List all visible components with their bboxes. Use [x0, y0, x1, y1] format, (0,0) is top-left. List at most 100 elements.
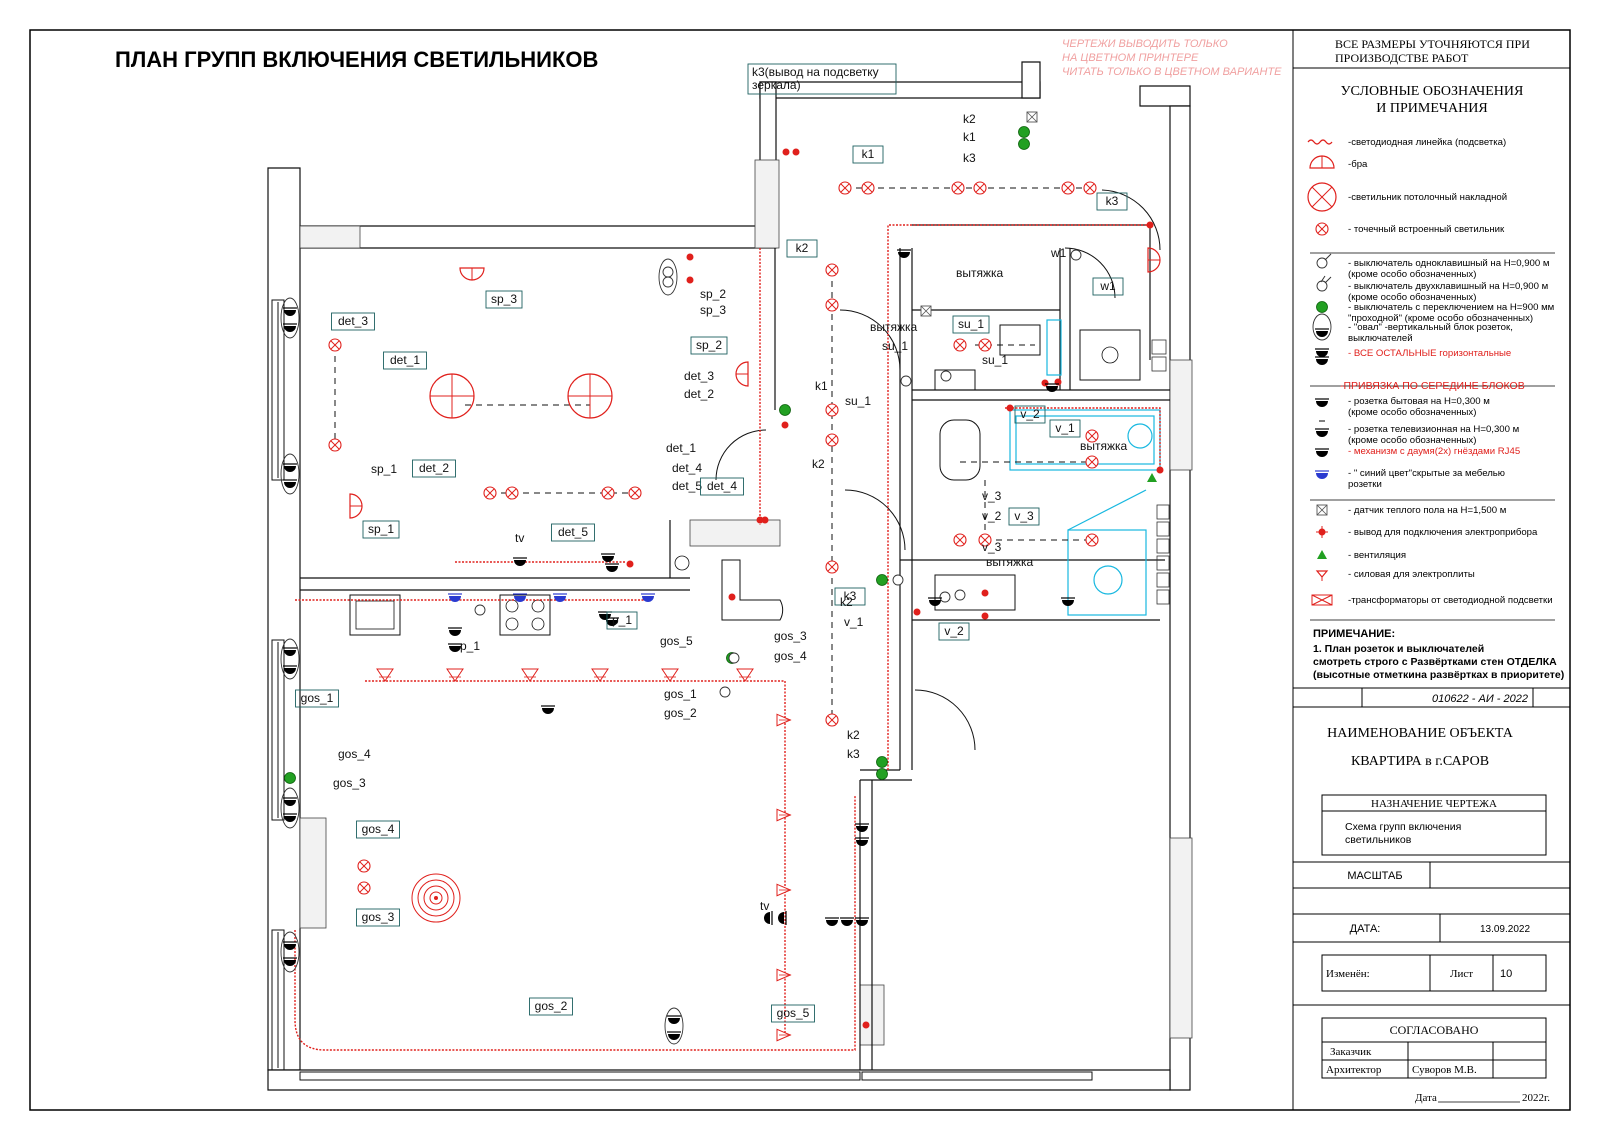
appliance-outlet-icon — [761, 516, 769, 524]
plan-label: k2 — [963, 112, 976, 126]
floor-sensor-icon — [1316, 504, 1328, 516]
led-strip-icon — [1307, 139, 1333, 145]
plan-label-text: v_1 — [1055, 421, 1075, 435]
passthrough-switch-icon — [876, 574, 888, 586]
plan-label: det_3 — [331, 312, 375, 331]
plan-label-text: v_3 — [982, 540, 1002, 554]
plan-label: det_4 — [700, 477, 744, 496]
legend-item: -бра — [1309, 155, 1368, 170]
plan-label: p_1 — [460, 639, 480, 653]
plan-label-text: k3 — [847, 747, 860, 761]
legend-item-text: - датчик теплого пола на Н=1,500 м — [1348, 505, 1506, 516]
passthrough-switch-icon — [876, 768, 888, 780]
spot-light-icon — [1315, 222, 1329, 236]
socket-icon — [778, 911, 787, 925]
project-code: 010622 - АИ - 2022 — [1432, 693, 1528, 705]
single-switch-icon — [940, 370, 952, 382]
plan-label-text: k2 — [796, 241, 809, 255]
socket-icon — [513, 557, 527, 566]
spot-light-icon — [953, 338, 967, 352]
led-lamp-icon — [776, 883, 792, 897]
legend-item-text: - "овал" -вертикальный блок розеток, — [1348, 322, 1513, 333]
wall-sconce-icon — [735, 361, 749, 387]
led-lamp-icon — [521, 668, 539, 682]
legend-item-text: - механизм с даумя(2х) гнёздами RJ45 — [1348, 446, 1520, 457]
spot-light-icon — [951, 181, 965, 195]
led-lamp-icon — [776, 808, 792, 822]
spot-light-icon — [505, 486, 519, 500]
appliance-outlet-icon — [981, 589, 989, 597]
legend-panel: ВСЕ РАЗМЕРЫ УТОЧНЯЮТСЯ ПРИ ПРОИЗВОДСТВЕ … — [1292, 30, 1570, 1110]
socket-icon — [855, 917, 869, 926]
spot-light-icon — [825, 403, 839, 417]
horizontal-block-icon — [1315, 348, 1329, 365]
object-heading: НАИМЕНОВАНИЕ ОБЪЕКТА — [1327, 726, 1514, 741]
plan-label: p_1 — [606, 611, 638, 630]
oval-block-icon — [280, 453, 300, 495]
plan-label-text: sp_1 — [368, 522, 394, 536]
socket-icon — [897, 249, 911, 258]
plan-label-text: det_2 — [419, 461, 449, 475]
plan-label-text: gos_3 — [774, 629, 807, 643]
plan-label: k2 — [840, 595, 853, 609]
plan-label: вытяжка — [956, 266, 1004, 280]
legend-item-text: -светильник потолочный накладной — [1348, 192, 1507, 203]
socket-icon — [605, 563, 619, 572]
plan-label-text: k3 — [963, 151, 976, 165]
plan-label: gos_4 — [356, 820, 400, 839]
appliance-outlet-icon — [792, 148, 800, 156]
hidden-socket-icon — [1315, 470, 1329, 479]
legend-note-line-1: ВСЕ РАЗМЕРЫ УТОЧНЯЮТСЯ ПРИ — [1335, 37, 1530, 51]
plan-label: gos_4 — [338, 747, 371, 761]
plan-label-text: v_2 — [944, 624, 964, 638]
oval-block-icon — [280, 787, 300, 829]
spot-light-icon — [953, 533, 967, 547]
appliance-outlet-icon — [862, 1021, 870, 1029]
plan-label: sp_1 — [371, 462, 397, 476]
passthrough-switch-icon — [1316, 301, 1328, 313]
plan-label-text: det_4 — [707, 479, 737, 493]
socket-icon — [283, 797, 297, 806]
plan-label: gos_3 — [774, 629, 807, 643]
oval-block-icon — [1312, 313, 1332, 341]
page-title: ПЛАН ГРУПП ВКЛЮЧЕНИЯ СВЕТИЛЬНИКОВ — [115, 47, 598, 72]
plan-label: k1 — [815, 379, 828, 393]
plan-label: v_2 — [938, 622, 970, 641]
plan-label-text: вытяжка — [1080, 439, 1128, 453]
spot-light-icon — [483, 486, 497, 500]
wall-sconce-icon — [459, 267, 485, 281]
plan-label-text: gos_4 — [774, 649, 807, 663]
plan-label: k1 — [852, 145, 884, 164]
watermark-line-2: НА ЦВЕТНОМ ПРИНТЕРЕ — [1062, 52, 1199, 64]
ventilation-icon — [1147, 473, 1157, 482]
plan-label-text: gos_3 — [333, 776, 366, 790]
legend-item-text: розетки — [1348, 479, 1382, 490]
spot-light-icon — [825, 298, 839, 312]
legend-item-text: - точечный встроенный светильник — [1348, 224, 1505, 235]
legend-note-line-2: ПРОИЗВОДСТВЕ РАБОТ — [1335, 51, 1469, 65]
socket-icon — [283, 647, 297, 656]
plan-label: gos_2 — [529, 997, 573, 1016]
plan-label: k2 — [847, 728, 860, 742]
plan-label: v_1 — [1049, 419, 1081, 438]
appliance-outlet-icon — [1156, 466, 1164, 474]
plan-label: gos_1 — [664, 687, 697, 701]
spot-light-icon — [628, 486, 642, 500]
legend-note-line-c: (высотные отметкина развёртках в приорит… — [1313, 669, 1564, 681]
plan-label: sp_3 — [485, 290, 523, 309]
legend-item: - механизм с даумя(2х) гнёздами RJ45 — [1315, 446, 1520, 457]
single-switch-icon — [719, 686, 731, 698]
floor-plan — [267, 61, 1193, 1091]
plan-label-text: sp_3 — [700, 303, 726, 317]
plan-label: sp_2 — [690, 336, 728, 355]
oval-block-icon — [280, 297, 300, 339]
spot-light-icon — [973, 181, 987, 195]
spot-light-icon — [1085, 455, 1099, 469]
plan-label: su_1 — [952, 315, 990, 334]
plan-label: det_5 — [672, 479, 702, 493]
sign-date-label: Дата — [1415, 1092, 1437, 1104]
spot-light-icon — [1085, 533, 1099, 547]
passthrough-switch-icon — [1018, 138, 1030, 150]
